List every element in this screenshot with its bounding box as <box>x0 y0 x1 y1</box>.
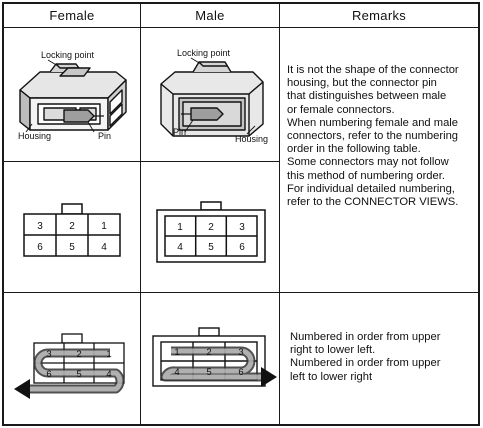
pin-number: 4 <box>101 242 107 253</box>
label-housing: Housing <box>18 131 52 141</box>
remarks-line: Some connectors may not follow <box>287 156 449 169</box>
remarks-line: order in the following table. <box>287 143 421 156</box>
remarks-line: housing, but the connector pin <box>287 77 437 90</box>
column-divider <box>279 4 280 424</box>
female-connector-cell: Locking point Housing Pin <box>4 28 140 161</box>
locking-tab <box>61 203 83 215</box>
male-numbering-order-cell: 1 2 3 4 5 6 <box>141 293 279 424</box>
pin-number: 5 <box>208 242 214 253</box>
row-divider <box>4 27 478 28</box>
numbering-order-remarks: Numbered in order from upper right to lo… <box>290 331 478 384</box>
pin-number: 5 <box>69 242 75 253</box>
pin-number: 1 <box>177 222 183 233</box>
pin-number: 4 <box>174 367 179 378</box>
pin-number: 3 <box>37 221 43 232</box>
remarks-line: When numbering female and male <box>287 116 459 129</box>
row-divider <box>4 161 280 162</box>
remarks-line: Numbered in order from upper <box>290 331 441 343</box>
header-female: Female <box>49 8 95 23</box>
pin-number: 1 <box>174 347 179 358</box>
pin-number: 2 <box>69 221 75 232</box>
pin-number: 2 <box>206 347 211 358</box>
label-pin: Pin <box>173 127 187 137</box>
remarks-line: this method of numbering order. <box>287 169 445 182</box>
pin-number: 4 <box>177 242 183 253</box>
column-divider <box>140 4 141 424</box>
male-numbering-order-diagram: 1 2 3 4 5 6 <box>152 327 277 387</box>
arrow-right-icon <box>261 367 277 387</box>
male-connector-illustration <box>160 57 264 137</box>
pin-number: 6 <box>238 367 243 378</box>
female-numbering-order-diagram: 3 2 1 6 5 4 <box>14 333 125 399</box>
remarks-line: that distinguishes between male <box>287 90 447 103</box>
female-numbering-order-cell: 3 2 1 6 5 4 <box>4 293 140 424</box>
pin-number: 1 <box>101 221 107 232</box>
header-male: Male <box>195 8 225 23</box>
male-pin-layout-cell: 1 2 3 4 5 6 <box>141 162 279 292</box>
female-pin-layout: 3 2 1 6 5 4 <box>23 203 121 257</box>
header-remarks: Remarks <box>351 8 407 23</box>
label-locking-point: Locking point <box>41 50 95 60</box>
remarks-line: right to lower left. <box>290 344 376 357</box>
pin-number: 4 <box>106 369 111 380</box>
remarks-line: left to lower right <box>290 370 373 383</box>
pin-number: 3 <box>239 222 245 233</box>
pin-number: 5 <box>206 367 211 378</box>
female-pin-layout-cell: 3 2 1 6 5 4 <box>4 162 140 292</box>
female-connector-illustration <box>19 59 127 133</box>
male-connector-cell: Locking point Pin Housing <box>141 28 279 161</box>
pin-number: 6 <box>46 369 51 380</box>
label-housing: Housing <box>235 134 269 144</box>
pin-number: 3 <box>46 349 51 360</box>
locking-tab <box>61 333 83 344</box>
remarks-line: connectors, refer to the numbering <box>287 130 459 143</box>
row-divider <box>4 292 478 293</box>
pin-number: 2 <box>208 222 214 233</box>
remarks-line: refer to the CONNECTOR VIEWS. <box>287 196 459 209</box>
remarks-line: It is not the shape of the connector <box>287 64 459 76</box>
remarks-line: or female connectors. <box>287 103 395 116</box>
pin-number: 6 <box>239 242 245 253</box>
pin-number: 2 <box>76 349 81 360</box>
arrow-left-icon <box>14 379 30 399</box>
pin-number: 3 <box>238 347 243 358</box>
pin-number: 5 <box>76 369 81 380</box>
pin-number: 1 <box>106 349 111 360</box>
label-locking-point: Locking point <box>177 48 231 58</box>
remarks-line: For individual detailed numbering, <box>287 182 455 195</box>
locking-tab <box>200 201 222 211</box>
label-pin: Pin <box>98 131 112 141</box>
male-pin-layout: 1 2 3 4 5 6 <box>156 201 266 263</box>
remarks-text: It is not the shape of the connector hou… <box>287 64 477 209</box>
locking-tab <box>198 327 220 337</box>
pin-number: 6 <box>37 242 43 253</box>
remarks-line: Numbered in order from upper <box>290 357 441 370</box>
